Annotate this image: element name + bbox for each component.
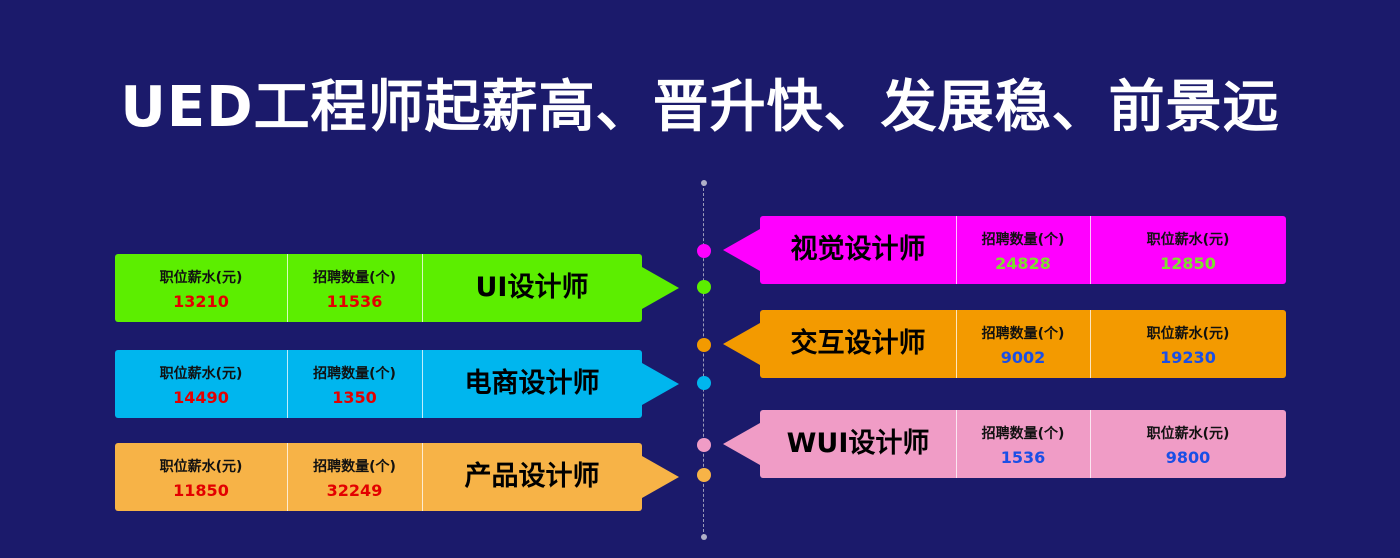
salary-cell: 职位薪水(元) 12850 — [1090, 216, 1286, 284]
count-value: 9002 — [1000, 348, 1046, 367]
card-wui-designer: WUI设计师 招聘数量(个) 1536 职位薪水(元) 9800 — [723, 410, 1286, 478]
salary-value: 13210 — [173, 292, 229, 311]
salary-value: 11850 — [173, 481, 229, 500]
card-ui-designer: 职位薪水(元) 13210 招聘数量(个) 11536 UI设计师 — [115, 254, 679, 322]
count-value: 11536 — [326, 292, 383, 311]
salary-value: 9800 — [1165, 448, 1211, 467]
timeline-dot-product — [697, 468, 711, 482]
salary-value: 14490 — [173, 388, 229, 407]
salary-value: 12850 — [1160, 254, 1216, 273]
salary-label: 职位薪水(元) — [1146, 232, 1230, 248]
salary-label: 职位薪水(元) — [1146, 426, 1230, 442]
timeline-top-cap — [701, 180, 707, 186]
timeline-dot-interaction — [697, 338, 711, 352]
salary-label: 职位薪水(元) — [1146, 326, 1230, 342]
timeline-dot-visual — [697, 244, 711, 258]
card-ecommerce-designer: 职位薪水(元) 14490 招聘数量(个) 1350 电商设计师 — [115, 350, 679, 418]
page-title: UED工程师起薪高、晋升快、发展稳、前景远 — [120, 75, 1280, 140]
salary-cell: 职位薪水(元) 11850 — [115, 443, 287, 511]
count-value: 1350 — [332, 388, 377, 407]
salary-cell: 职位薪水(元) 19230 — [1090, 310, 1286, 378]
count-cell: 招聘数量(个) 11536 — [287, 254, 422, 322]
count-cell: 招聘数量(个) 32249 — [287, 443, 422, 511]
count-label: 招聘数量(个) — [313, 459, 396, 475]
card-visual-designer: 视觉设计师 招聘数量(个) 24828 职位薪水(元) 12850 — [723, 216, 1286, 284]
count-cell: 招聘数量(个) 9002 — [956, 310, 1090, 378]
salary-cell: 职位薪水(元) 9800 — [1090, 410, 1286, 478]
timeline-dot-ui — [697, 280, 711, 294]
timeline-line — [703, 183, 704, 537]
job-title: UI设计师 — [475, 272, 589, 303]
count-label: 招聘数量(个) — [981, 426, 1065, 442]
salary-label: 职位薪水(元) — [159, 459, 243, 475]
salary-cell: 职位薪水(元) 13210 — [115, 254, 287, 322]
job-title: 电商设计师 — [464, 368, 600, 399]
salary-label: 职位薪水(元) — [159, 366, 243, 382]
salary-label: 职位薪水(元) — [159, 270, 243, 286]
count-cell: 招聘数量(个) 24828 — [956, 216, 1090, 284]
salary-cell: 职位薪水(元) 14490 — [115, 350, 287, 418]
timeline-bottom-cap — [701, 534, 707, 540]
card-product-designer: 职位薪水(元) 11850 招聘数量(个) 32249 产品设计师 — [115, 443, 679, 511]
count-cell: 招聘数量(个) 1536 — [956, 410, 1090, 478]
job-title: 视觉设计师 — [790, 234, 926, 265]
count-label: 招聘数量(个) — [981, 232, 1065, 248]
timeline-dot-ecommerce — [697, 376, 711, 390]
count-value: 32249 — [326, 481, 383, 500]
count-value: 1536 — [1000, 448, 1046, 467]
count-label: 招聘数量(个) — [313, 270, 396, 286]
count-value: 24828 — [995, 254, 1051, 273]
job-title: 交互设计师 — [790, 328, 926, 359]
card-interaction-designer: 交互设计师 招聘数量(个) 9002 职位薪水(元) 19230 — [723, 310, 1286, 378]
count-cell: 招聘数量(个) 1350 — [287, 350, 422, 418]
job-title: 产品设计师 — [464, 461, 600, 492]
timeline-dot-wui — [697, 438, 711, 452]
salary-value: 19230 — [1160, 348, 1216, 367]
job-title: WUI设计师 — [786, 428, 930, 459]
count-label: 招聘数量(个) — [313, 366, 396, 382]
count-label: 招聘数量(个) — [981, 326, 1065, 342]
